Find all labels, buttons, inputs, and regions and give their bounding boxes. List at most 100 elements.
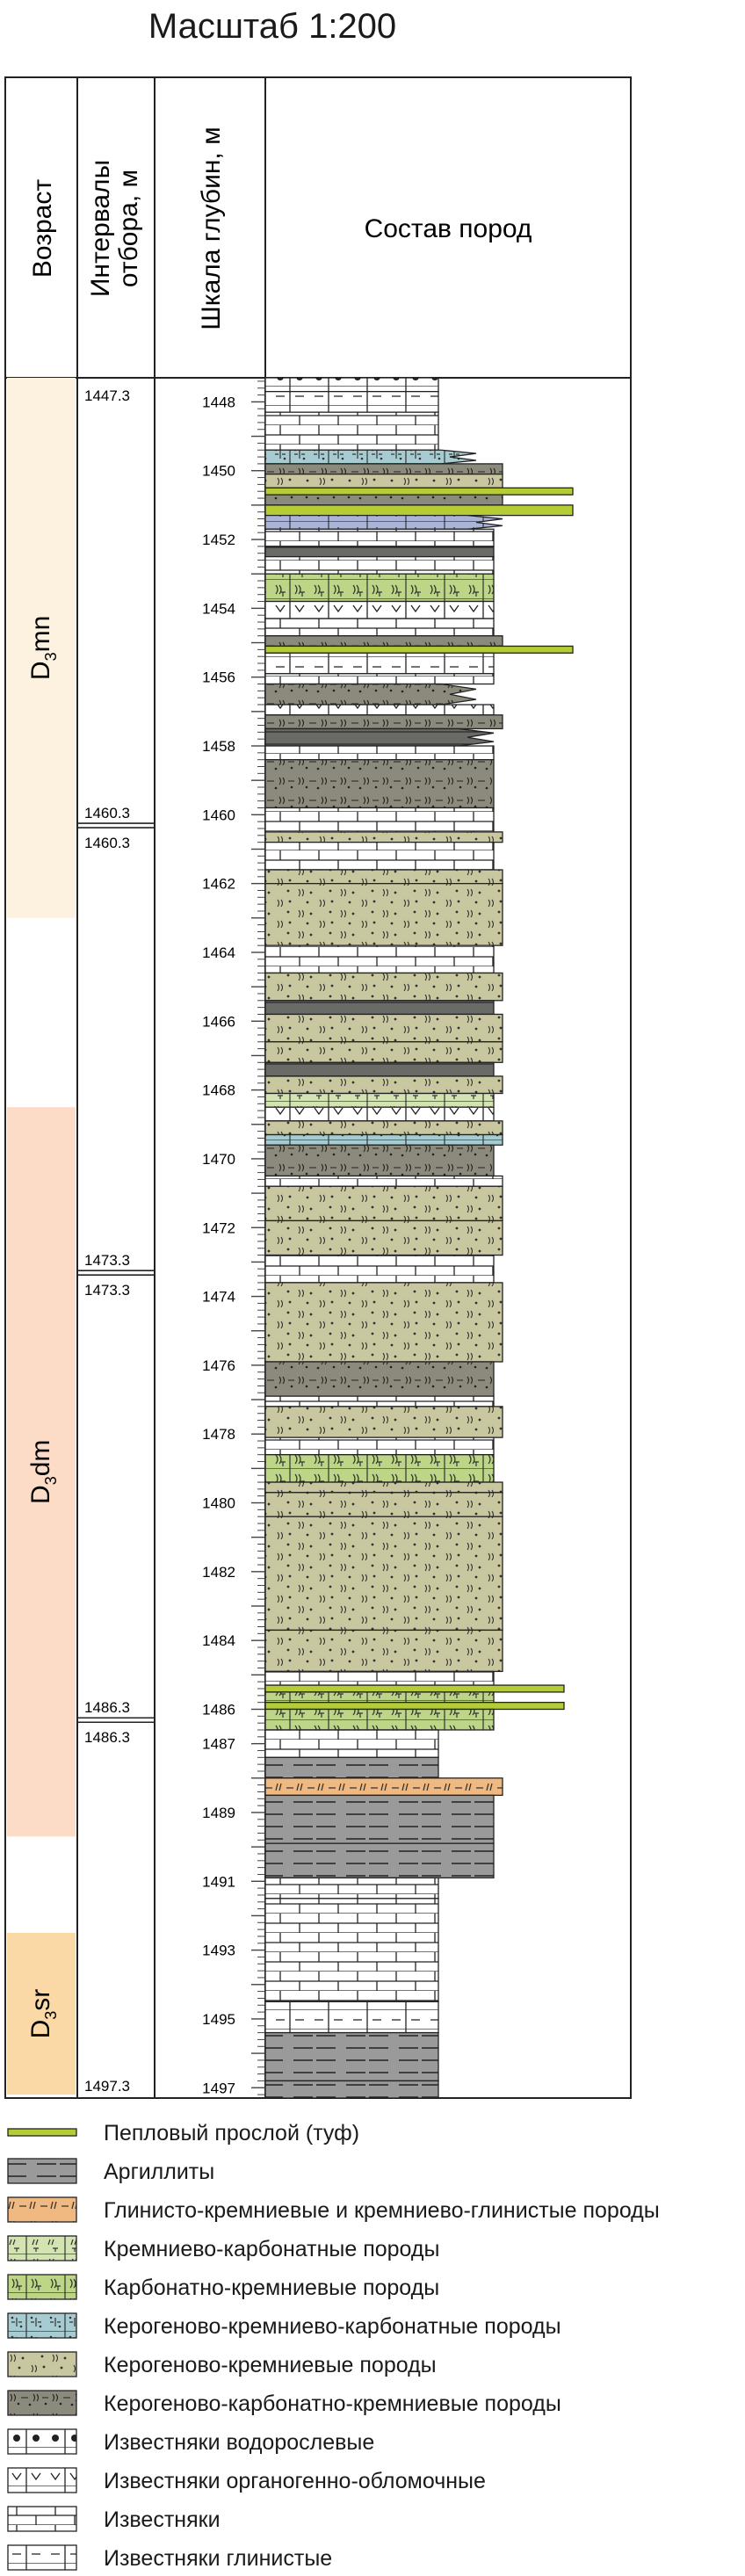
- layer-silic_carb: [264, 1092, 495, 1108]
- layer-ker_silic: [264, 1120, 503, 1136]
- layer-ker_silic: [264, 883, 503, 946]
- legend-swatch-clay_silic: [7, 2196, 77, 2223]
- layer-ker_silic: [264, 1013, 503, 1043]
- layer-ker_silic: [264, 1041, 503, 1063]
- legend-item-clay_silic: Глинисто-кремниевые и кремниево-глинисты…: [0, 2193, 745, 2228]
- layer-ker_carb_silic_dark: [264, 727, 495, 747]
- interval-top-label: 1460.3: [84, 835, 130, 851]
- age-label-mn: D3mn: [26, 616, 60, 680]
- legend-label: Глинисто-кремниевые и кремниево-глинисты…: [104, 2198, 660, 2223]
- layer-argillite: [264, 2080, 439, 2099]
- legend-swatch-silic_carb: [7, 2235, 77, 2261]
- layer-limestone: [264, 1670, 495, 1686]
- layer-limestone: [264, 1254, 495, 1284]
- depth-label: 1478: [202, 1426, 235, 1443]
- scale-title: Масштаб 1:200: [148, 7, 397, 46]
- legend-label: Известняки водорослевые: [104, 2430, 375, 2455]
- layer-ker_silic_carb: [264, 449, 477, 465]
- legend-swatch-limestone: [7, 2506, 77, 2532]
- legend-item-ker_carb_silic: Керогеново-карбонатно-кремниевые породы: [0, 2386, 745, 2421]
- legend-item-argillite: Аргиллиты: [0, 2154, 745, 2189]
- legend-item-ls_organo: Известняки органогенно-обломочные: [0, 2464, 745, 2499]
- layer-argillite: [264, 2031, 439, 2082]
- age-label-base: D: [26, 661, 55, 680]
- legend-label: Кремниево-карбонатные породы: [104, 2237, 440, 2261]
- layer-ker_silic: [264, 1481, 503, 1494]
- legend-swatch-ker_carb_silic: [7, 2390, 77, 2416]
- depth-label: 1482: [202, 1564, 235, 1581]
- layer-ker_silic_carb: [264, 1133, 503, 1146]
- lithology-column: [264, 377, 574, 2099]
- layer-ls_algal: [264, 377, 439, 393]
- legend-swatch-ls_clay: [7, 2544, 77, 2571]
- sampling-intervals-column: 1447.31460.31460.31473.31473.31486.31486…: [77, 387, 155, 2095]
- legend-swatch-carb_silic: [7, 2274, 77, 2300]
- depth-label: 1476: [202, 1357, 235, 1374]
- age-label-base: D: [26, 1485, 55, 1504]
- layer-limestone: [264, 1898, 439, 2003]
- depth-label: 1450: [202, 463, 235, 480]
- layer-limestone: [264, 1877, 439, 1899]
- depth-label: 1491: [202, 1873, 235, 1890]
- age-band-mn: [7, 378, 76, 918]
- layer-carb_silic: [264, 1691, 495, 1704]
- depth-label: 1470: [202, 1151, 235, 1168]
- legend-label: Известняки глинистые: [104, 2546, 333, 2571]
- depth-label: 1472: [202, 1219, 235, 1236]
- depth-label: 1454: [202, 600, 235, 617]
- depth-label: 1464: [202, 944, 235, 961]
- legend-item-carb_silic: Карбонатно-кремниевые породы: [0, 2270, 745, 2305]
- interval-top-label: 1447.3: [84, 387, 130, 404]
- depth-label: 1484: [202, 1632, 235, 1649]
- legend-item-silic_carb: Кремниево-карбонатные породы: [0, 2232, 745, 2267]
- layer-blue_carb: [264, 514, 503, 530]
- layer-ker_carb_silic: [264, 1361, 495, 1397]
- layer-tuff: [264, 1684, 565, 1693]
- layer-ker_carb_silic: [264, 714, 503, 730]
- depth-label: 1458: [202, 738, 235, 755]
- age-label-suffix: dm: [26, 1440, 55, 1477]
- header-composition: Состав пород: [365, 214, 532, 243]
- layer-ker_carb_silic: [264, 683, 477, 706]
- age-label-suffix: mn: [26, 616, 55, 653]
- layer-tuff: [264, 645, 574, 654]
- interval-top-label: 1473.3: [84, 1282, 130, 1299]
- legend-label: Карбонатно-кремниевые породы: [104, 2276, 440, 2300]
- layer-ls_clay: [264, 391, 439, 413]
- age-label-suffix: sr: [26, 1989, 55, 2011]
- depth-label: 1460: [202, 807, 235, 823]
- layer-ker_carb_silic: [264, 463, 503, 475]
- depth-label: 1495: [202, 2011, 235, 2028]
- layer-limestone: [264, 555, 495, 575]
- age-label-sr: D3sr: [26, 1989, 60, 2039]
- layer-argillite: [264, 1842, 495, 1879]
- layer-limestone: [264, 1729, 439, 1758]
- legend-swatch-ker_silic: [7, 2351, 77, 2377]
- layer-limestone: [264, 528, 495, 547]
- layer-tuff: [264, 1702, 565, 1711]
- layer-ker_silic: [264, 1406, 503, 1438]
- layer-ls_clay: [264, 652, 495, 675]
- layer-ls_organo: [264, 704, 495, 716]
- depth-label: 1452: [202, 532, 235, 548]
- layer-limestone: [264, 944, 495, 974]
- layer-ker_silic: [264, 972, 503, 1002]
- layer-ker_carb_silic_dark: [264, 1061, 495, 1077]
- layer-ls_organo: [264, 1106, 495, 1122]
- depth-label: 1474: [202, 1289, 235, 1306]
- depth-label: 1466: [202, 1013, 235, 1030]
- layer-ker_silic: [264, 473, 503, 488]
- layer-limestone: [264, 745, 495, 761]
- legend-swatch-ls_algal: [7, 2428, 77, 2455]
- legend-label: Пепловый прослой (туф): [104, 2121, 360, 2145]
- layer-limestone: [264, 673, 495, 685]
- depth-label: 1487: [202, 1736, 235, 1753]
- legend-item-ls_algal: Известняки водорослевые: [0, 2425, 745, 2460]
- interval-bottom-label: 1460.3: [84, 805, 130, 821]
- legend-item-tuff: Пепловый прослой (туф): [0, 2116, 745, 2151]
- layer-tuff: [264, 504, 574, 517]
- layer-ker_carb_silic: [264, 635, 503, 648]
- legend-label: Известняки: [104, 2507, 221, 2532]
